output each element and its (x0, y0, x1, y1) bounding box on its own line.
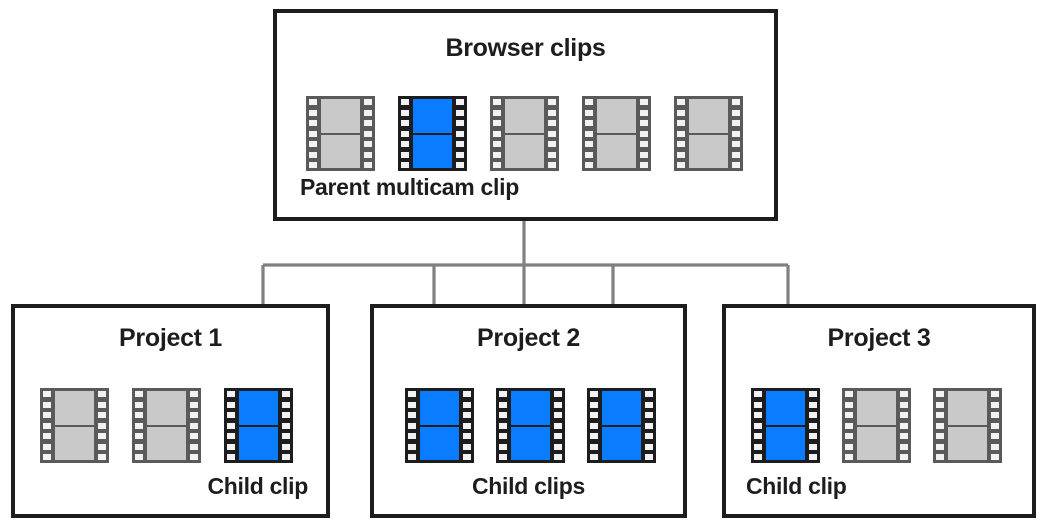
clip-thumbnail (509, 389, 552, 462)
project-2-clip-1-child[interactable] (405, 388, 474, 463)
film-perforations-right-icon (461, 389, 473, 462)
project-1-clips-row (40, 388, 293, 463)
clip-thumbnail (319, 97, 362, 170)
film-perforations-right-icon (807, 389, 819, 462)
clip-thumbnail (418, 389, 461, 462)
film-perforations-left-icon (491, 97, 503, 170)
film-perforations-right-icon (989, 389, 1001, 462)
film-perforations-left-icon (752, 389, 764, 462)
project-3-clips-row (751, 388, 1002, 463)
project-1-clip-3-child[interactable] (224, 388, 293, 463)
film-perforations-left-icon (399, 97, 411, 170)
film-perforations-left-icon (497, 389, 509, 462)
browser-clips-box: Browser clips (273, 9, 778, 221)
clip-thumbnail (764, 389, 807, 462)
project-3-clip-2[interactable] (842, 388, 911, 463)
clip-thumbnail (237, 389, 280, 462)
clip-thumbnail (503, 97, 546, 170)
project-3-child-clip-caption: Child clip (746, 473, 847, 499)
film-perforations-left-icon (307, 97, 319, 170)
project-3-title: Project 3 (827, 324, 931, 352)
film-perforations-right-icon (362, 97, 374, 170)
film-perforations-right-icon (280, 389, 292, 462)
film-perforations-right-icon (454, 97, 466, 170)
clip-thumbnail (600, 389, 643, 462)
film-perforations-right-icon (730, 97, 742, 170)
project-1-box: Project 1 (11, 304, 330, 518)
parent-multicam-clip-caption: Parent multicam clip (300, 174, 519, 200)
film-perforations-left-icon (133, 389, 145, 462)
browser-clip-3[interactable] (490, 96, 559, 171)
film-perforations-left-icon (41, 389, 53, 462)
film-perforations-right-icon (898, 389, 910, 462)
clip-thumbnail (855, 389, 898, 462)
film-perforations-left-icon (843, 389, 855, 462)
browser-clip-2-parent-multicam[interactable] (398, 96, 467, 171)
clip-thumbnail (53, 389, 96, 462)
film-perforations-right-icon (188, 389, 200, 462)
clip-thumbnail (595, 97, 638, 170)
project-2-box: Project 2 (370, 304, 687, 518)
project-3-clip-1-child[interactable] (751, 388, 820, 463)
film-perforations-right-icon (96, 389, 108, 462)
project-2-clip-3-child[interactable] (587, 388, 656, 463)
project-1-child-clip-caption: Child clip (207, 473, 308, 499)
project-3-clip-3[interactable] (933, 388, 1002, 463)
film-perforations-left-icon (588, 389, 600, 462)
browser-clip-4[interactable] (582, 96, 651, 171)
film-perforations-right-icon (643, 389, 655, 462)
project-2-clips-row (405, 388, 656, 463)
film-perforations-left-icon (583, 97, 595, 170)
browser-clip-1[interactable] (306, 96, 375, 171)
film-perforations-left-icon (406, 389, 418, 462)
clip-thumbnail (145, 389, 188, 462)
project-1-clip-1[interactable] (40, 388, 109, 463)
clip-thumbnail (946, 389, 989, 462)
film-perforations-left-icon (225, 389, 237, 462)
project-1-title: Project 1 (119, 324, 222, 352)
film-perforations-right-icon (552, 389, 564, 462)
browser-clips-row (306, 96, 743, 171)
project-1-clip-2[interactable] (132, 388, 201, 463)
browser-clips-title: Browser clips (445, 34, 606, 62)
project-3-box: Project 3 (722, 304, 1036, 518)
browser-clip-5[interactable] (674, 96, 743, 171)
clip-thumbnail (411, 97, 454, 170)
film-perforations-left-icon (675, 97, 687, 170)
project-2-child-clips-caption: Child clips (472, 473, 585, 499)
project-2-clip-2-child[interactable] (496, 388, 565, 463)
film-perforations-left-icon (934, 389, 946, 462)
clip-thumbnail (687, 97, 730, 170)
film-perforations-right-icon (546, 97, 558, 170)
film-perforations-right-icon (638, 97, 650, 170)
project-2-title: Project 2 (477, 324, 580, 352)
